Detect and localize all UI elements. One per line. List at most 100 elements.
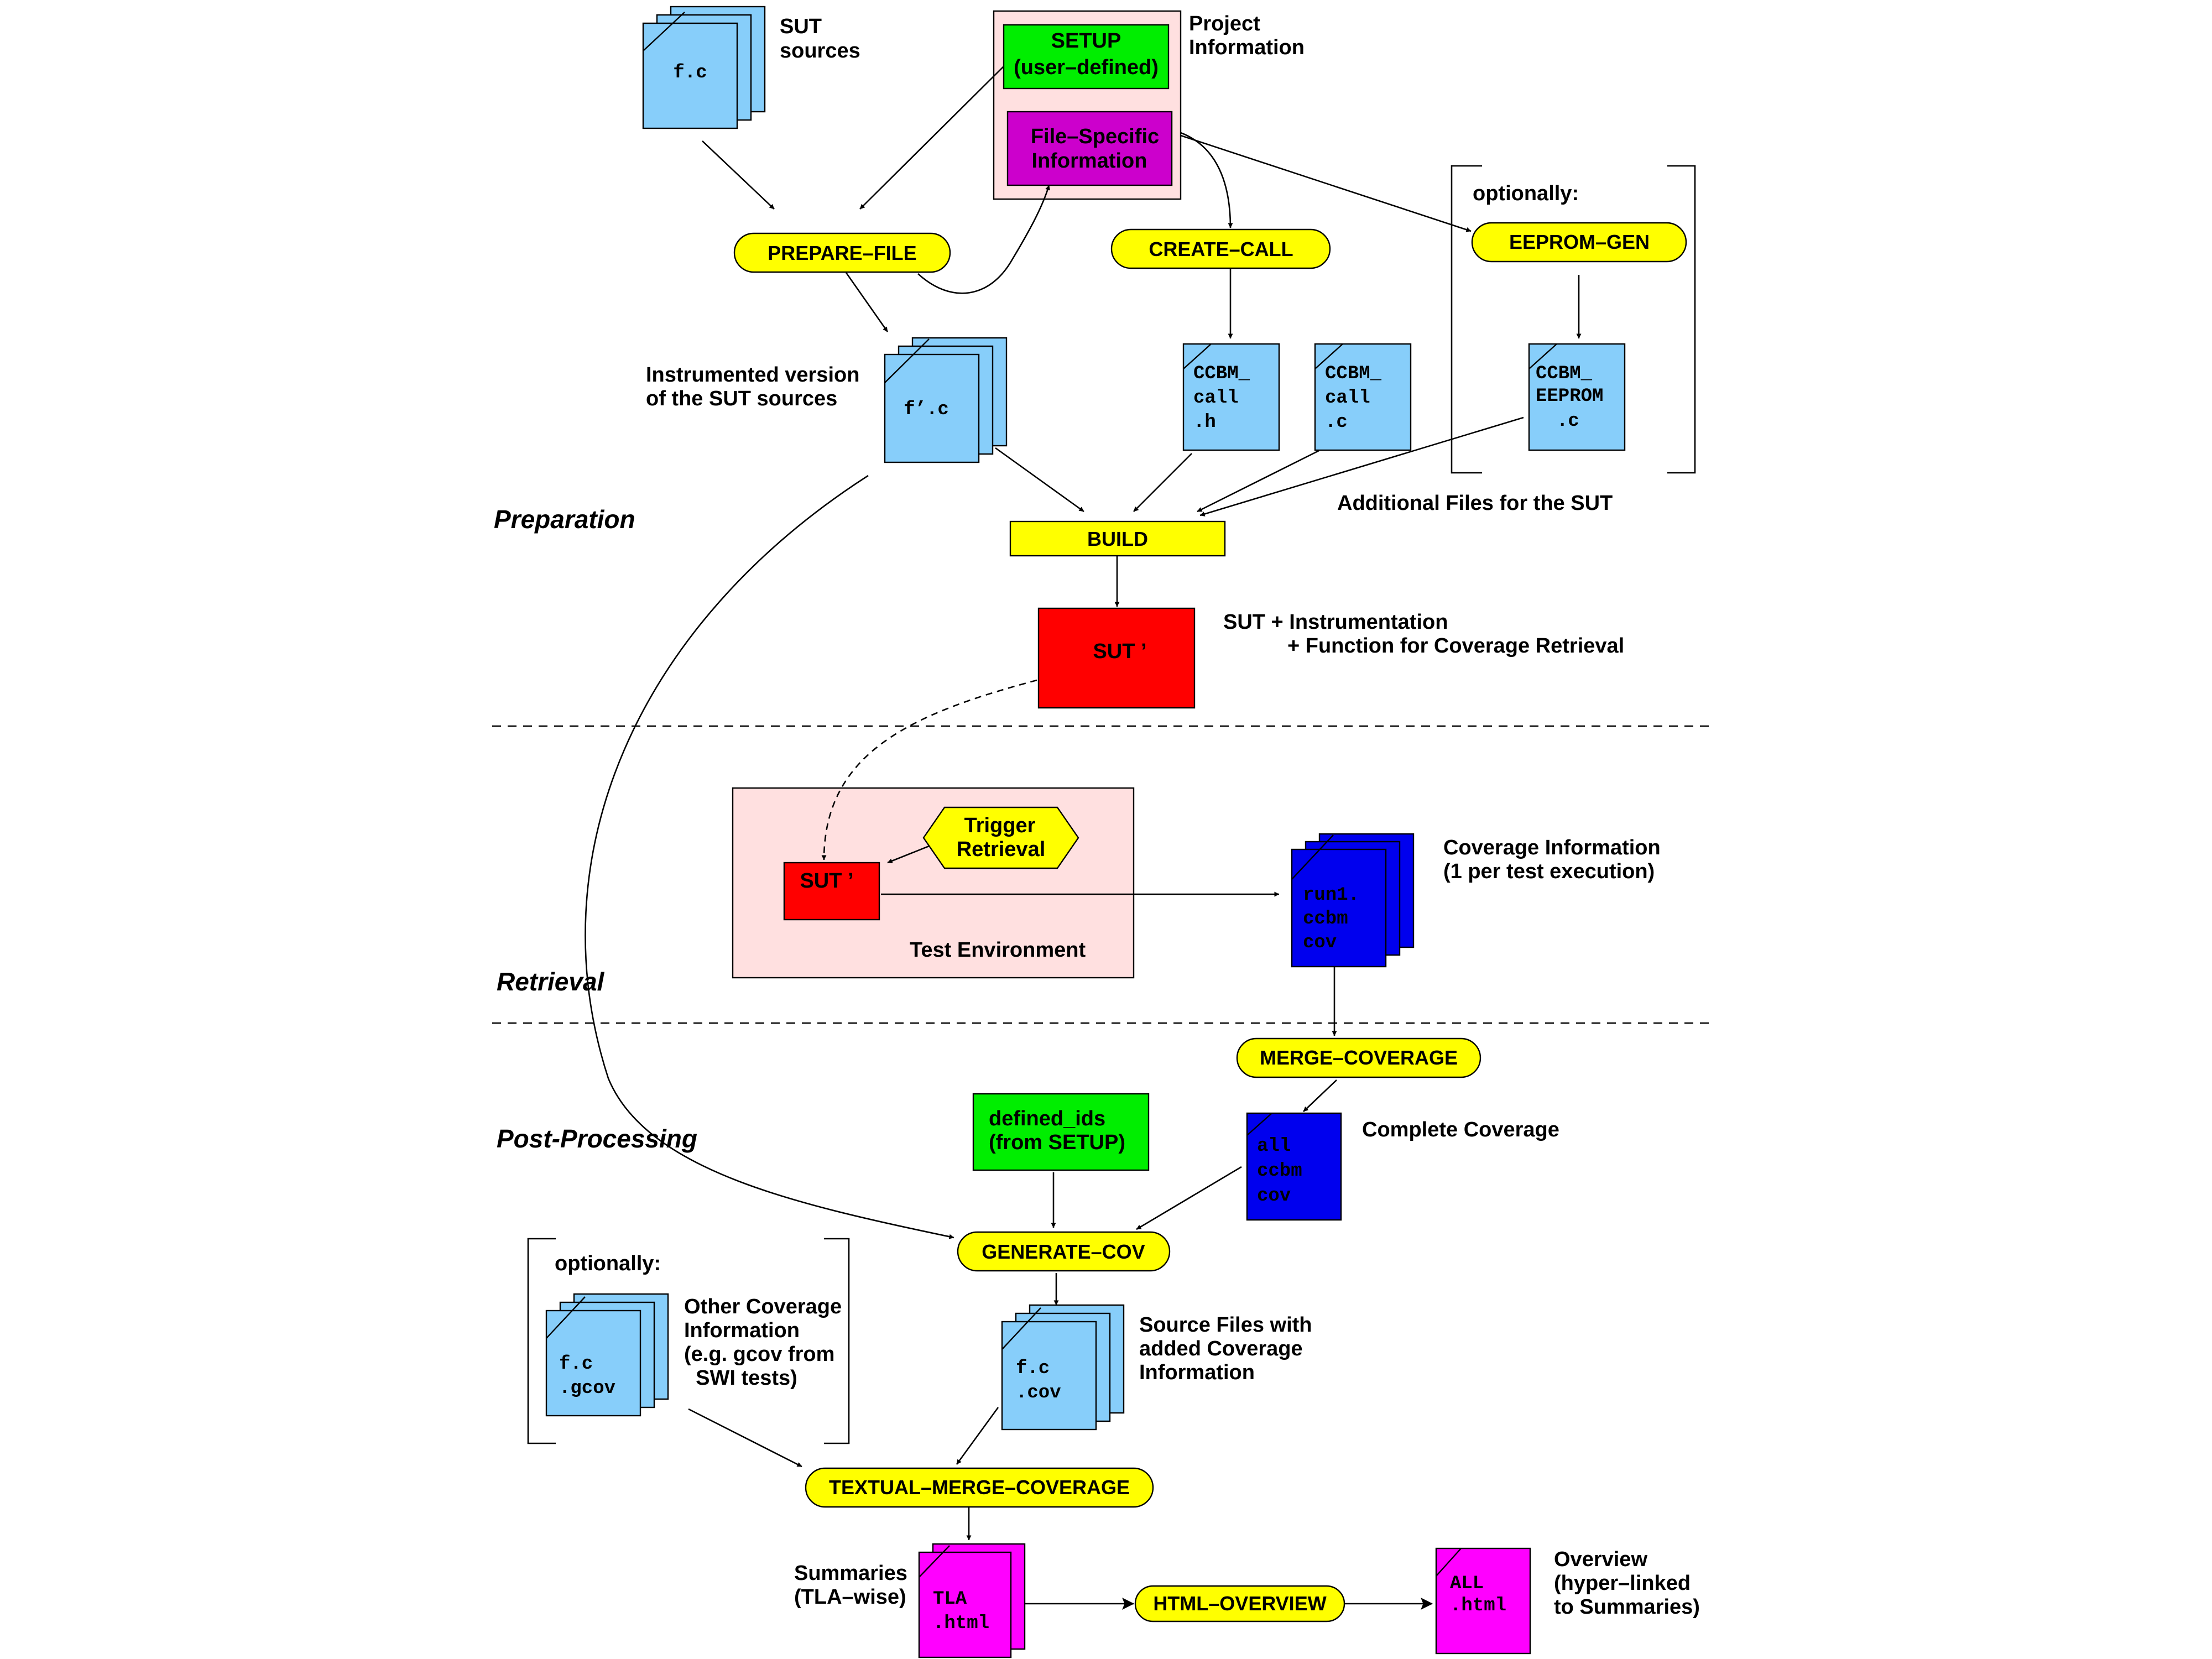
file-tla-html: TLA .html [918, 1543, 1026, 1658]
label-project-info-1: Project [1189, 12, 1260, 35]
file-fc-gcov-line1: f.c [559, 1354, 593, 1375]
setup-line2: (user–defined) [1014, 56, 1159, 79]
label-other-coverage-2: Information [684, 1319, 800, 1342]
section-preparation: Preparation [494, 505, 635, 534]
setup-box: SETUP (user–defined) [1003, 24, 1170, 90]
section-post-processing: Post-Processing [497, 1124, 697, 1153]
file-fc-name: f.c [673, 62, 707, 84]
edge-prepare-to-filespecific [917, 185, 1050, 294]
edge-filespecific-to-createcall [1180, 132, 1233, 228]
optional-bracket-top-right [1667, 165, 1696, 474]
file-specific-line2: Information [1032, 149, 1147, 173]
defined-ids-line1: defined_ids [989, 1107, 1105, 1130]
process-prepare-file-label: PREPARE–FILE [768, 242, 916, 264]
label-coverage-info-1: Coverage Information [1443, 836, 1661, 859]
edge-fprime-to-build [995, 447, 1084, 513]
label-additional-files: Additional Files for the SUT [1337, 492, 1613, 515]
label-project-info-2: Information [1189, 36, 1305, 59]
edges [585, 66, 1582, 1610]
sut-prime-label: SUT ’ [1093, 640, 1146, 663]
process-create-call: CREATE–CALL [1110, 228, 1331, 269]
process-merge-coverage: MERGE–COVERAGE [1236, 1037, 1481, 1078]
optional-bracket-bottom-right [824, 1238, 850, 1444]
label-other-coverage-3: (e.g. gcov from [684, 1343, 834, 1366]
file-fprime: f’.c [884, 337, 1008, 463]
file-ccbm-call-c-line2: call [1325, 388, 1370, 409]
label-sut-instrumentation-1: SUT + Instrumentation [1223, 611, 1448, 634]
label-sut-sources-2: sources [780, 39, 860, 62]
file-specific-information-box: File–Specific Information [1006, 111, 1173, 186]
file-all-html-line2: .html [1450, 1595, 1506, 1616]
file-specific-line1: File–Specific [1031, 125, 1159, 148]
file-all-html-line1: ALL [1450, 1573, 1484, 1594]
file-ccbm-call-c-line3: .c [1325, 412, 1348, 433]
label-source-files-cov-3: Information [1139, 1361, 1255, 1384]
process-build: BUILD [1009, 520, 1226, 557]
label-summaries-2: (TLA–wise) [794, 1585, 906, 1609]
trigger-retrieval-hexagon: Trigger Retrieval [922, 806, 1079, 869]
file-fc-cov-line2: .cov [1016, 1383, 1061, 1404]
edge-all-to-generate [1136, 1166, 1242, 1230]
file-sheet [1001, 1307, 1097, 1431]
file-ccbm-call-c: CCBM_ call .c [1314, 343, 1412, 451]
file-all-line1: all [1257, 1136, 1291, 1157]
optional-bracket-top-left [1451, 165, 1482, 474]
setup-line1: SETUP [1051, 29, 1121, 53]
label-source-files-cov-2: added Coverage [1139, 1337, 1303, 1360]
edge-trigger-to-sut-small [887, 845, 930, 864]
label-overview-3: to Summaries) [1554, 1595, 1700, 1619]
file-fprime-name: f’.c [904, 399, 949, 420]
sut-prime-box: SUT ’ [1037, 607, 1196, 709]
file-ccbm-eeprom-line3: .c [1557, 411, 1579, 432]
label-sut-instrumentation-2: + Function for Coverage Retrieval [1287, 634, 1624, 658]
process-eeprom-gen-label: EEPROM–GEN [1509, 231, 1650, 253]
label-coverage-info-2: (1 per test execution) [1443, 860, 1655, 883]
file-fc-gcov: f.c .gcov [545, 1293, 669, 1417]
file-sheet [1291, 834, 1387, 968]
file-tla-line2: .html [933, 1613, 989, 1634]
sut-prime-small-label: SUT ’ [800, 869, 853, 893]
label-instrumented-1: Instrumented version [646, 363, 859, 387]
edge-fccov-to-textual [956, 1407, 999, 1465]
file-ccbm-call-c-line1: CCBM_ [1325, 363, 1382, 384]
file-run1-line3: cov [1303, 932, 1337, 953]
edge-merge-to-all [1303, 1079, 1337, 1112]
process-merge-coverage-label: MERGE–COVERAGE [1260, 1046, 1458, 1069]
file-ccbm-call-h: CCBM_ call .h [1182, 343, 1280, 451]
file-run1-ccbm-cov: run1. ccbm cov [1291, 833, 1415, 968]
file-ccbm-eeprom: CCBM_ EEPROM .c [1528, 343, 1626, 451]
label-instrumented-2: of the SUT sources [646, 387, 837, 410]
file-all-line3: cov [1257, 1186, 1291, 1207]
file-all-html: ALL .html [1435, 1547, 1531, 1655]
process-html-overview: HTML–OVERVIEW [1134, 1585, 1345, 1623]
process-prepare-file: PREPARE–FILE [733, 232, 951, 273]
label-complete-coverage: Complete Coverage [1362, 1118, 1559, 1141]
label-overview-2: (hyper–linked [1554, 1572, 1691, 1595]
edge-prepare-to-fprime [845, 272, 889, 332]
file-all-ccbm-cov: all ccbm cov [1246, 1112, 1342, 1221]
edge-filespecific-to-eepromgen [1180, 134, 1472, 232]
file-ccbm-call-h-line3: .h [1193, 412, 1216, 433]
edge-callh-to-build [1133, 453, 1192, 512]
label-optionally-bottom: optionally: [555, 1252, 661, 1275]
label-sut-sources-1: SUT [780, 15, 822, 38]
defined-ids-line2: (from SETUP) [989, 1131, 1125, 1154]
file-run1-line2: ccbm [1303, 909, 1348, 930]
label-other-coverage-4: SWI tests) [684, 1366, 797, 1390]
file-fc-cov-line1: f.c [1016, 1358, 1050, 1379]
file-all-line2: ccbm [1257, 1161, 1302, 1182]
file-sheet [545, 1296, 641, 1417]
file-sheet [884, 338, 980, 463]
file-ccbm-call-h-line1: CCBM_ [1193, 363, 1250, 384]
edge-sut-to-sut-small-dashed [821, 679, 1037, 860]
file-sheet [642, 12, 738, 129]
edge-setup-to-prepare [859, 66, 1004, 210]
trigger-line2: Retrieval [957, 838, 1046, 861]
label-overview-1: Overview [1554, 1548, 1647, 1571]
file-fc-gcov-line2: .gcov [559, 1378, 615, 1399]
optional-bracket-bottom-left [527, 1238, 556, 1444]
process-eeprom-gen: EEPROM–GEN [1471, 222, 1687, 263]
edge-fprime-to-generate [585, 474, 954, 1239]
process-create-call-label: CREATE–CALL [1149, 238, 1293, 260]
